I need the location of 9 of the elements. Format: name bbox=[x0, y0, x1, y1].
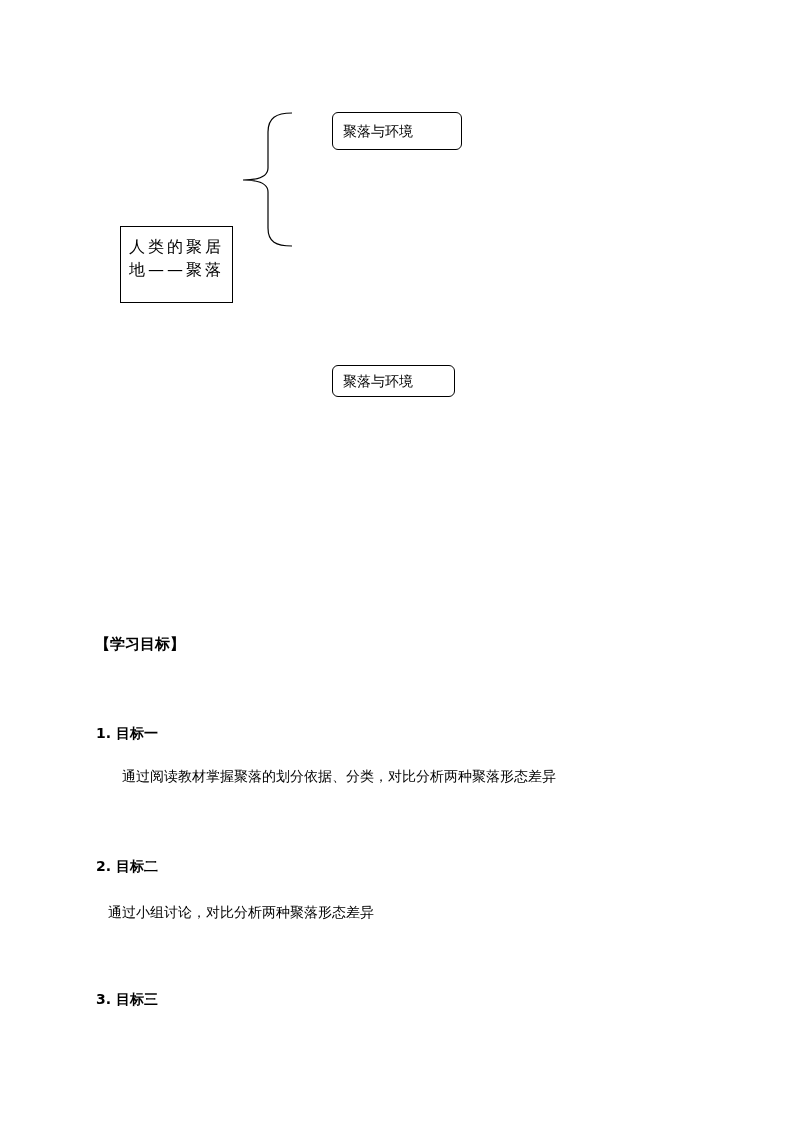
goal-heading: 2. 目标二 bbox=[96, 858, 158, 876]
title-box: 人类的聚居地——聚落 bbox=[120, 226, 233, 303]
topic-box: 聚落与环境 bbox=[332, 365, 455, 397]
goal-text: 通过小组讨论，对比分析两种聚落形态差异 bbox=[108, 904, 374, 922]
goal-heading: 1. 目标一 bbox=[96, 725, 158, 743]
goal-text: 通过阅读教材掌握聚落的划分依据、分类，对比分析两种聚落形态差异 bbox=[122, 768, 556, 786]
goal-heading: 3. 目标三 bbox=[96, 991, 158, 1009]
section-heading: 【学习目标】 bbox=[95, 635, 185, 654]
topic-box: 聚落与环境 bbox=[332, 112, 462, 150]
